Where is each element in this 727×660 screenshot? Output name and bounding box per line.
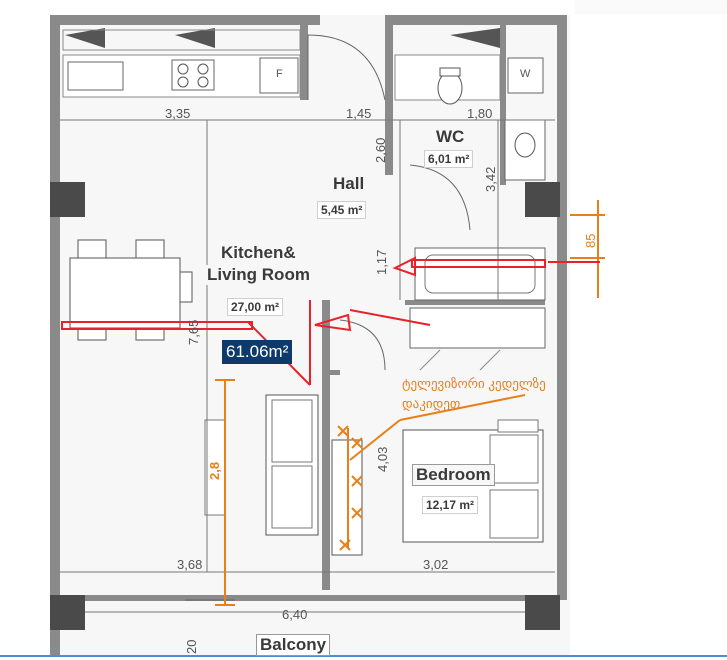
dim-3-35: 3,35: [165, 106, 191, 121]
washer-label: W: [520, 68, 531, 80]
dim-3-42: 3,42: [483, 166, 498, 192]
bedroom-name: Bedroom: [412, 464, 495, 486]
kitchen-name-line1: Kitchen&: [218, 243, 299, 263]
dining-table: [69, 239, 193, 341]
closet: [409, 307, 546, 371]
markup-red: [61, 256, 600, 386]
fridge-label: F: [276, 68, 283, 80]
sofa: [204, 394, 319, 536]
balcony-name: Balcony: [256, 634, 331, 656]
dim-2-60: 2,60: [373, 137, 388, 163]
hall-area: 5,45 m²: [317, 201, 367, 219]
dim-3-68: 3,68: [177, 557, 203, 572]
dim-85: 85: [583, 233, 598, 248]
dim-7-65: 7,65: [186, 319, 201, 345]
dim-1-45: 1,45: [346, 106, 372, 121]
bedroom-area: 12,17 m²: [422, 496, 479, 514]
dim-4-03: 4,03: [375, 446, 390, 472]
hall-name: Hall: [330, 174, 368, 194]
tv-wall-note-line1: ტელევიზორი კედელზე: [402, 376, 546, 391]
dim-3-02: 3,02: [423, 557, 449, 572]
wc-area: 6,01 m²: [424, 150, 474, 168]
wc-fixtures: [394, 28, 546, 301]
markup-orange: [215, 200, 605, 606]
total-area-badge: 61.06m²: [222, 340, 293, 364]
wc-name: WC: [433, 127, 468, 147]
walls: [50, 15, 567, 655]
dim-1-17: 1,17: [374, 249, 389, 275]
kitchen-area: 27,00 m²: [227, 298, 284, 316]
dim-2-8: 2,8: [207, 461, 222, 480]
bed: [402, 419, 544, 543]
tv-wall-note-line2: დაკიდეთ.: [402, 396, 464, 411]
dim-6-40: 6,40: [282, 607, 308, 622]
kitchen-counter: [62, 28, 301, 98]
kitchen-name-line2: Living Room: [204, 265, 313, 285]
dim-1-80: 1,80: [467, 106, 493, 121]
columns: [50, 182, 560, 630]
dim-20: 20: [184, 639, 199, 654]
